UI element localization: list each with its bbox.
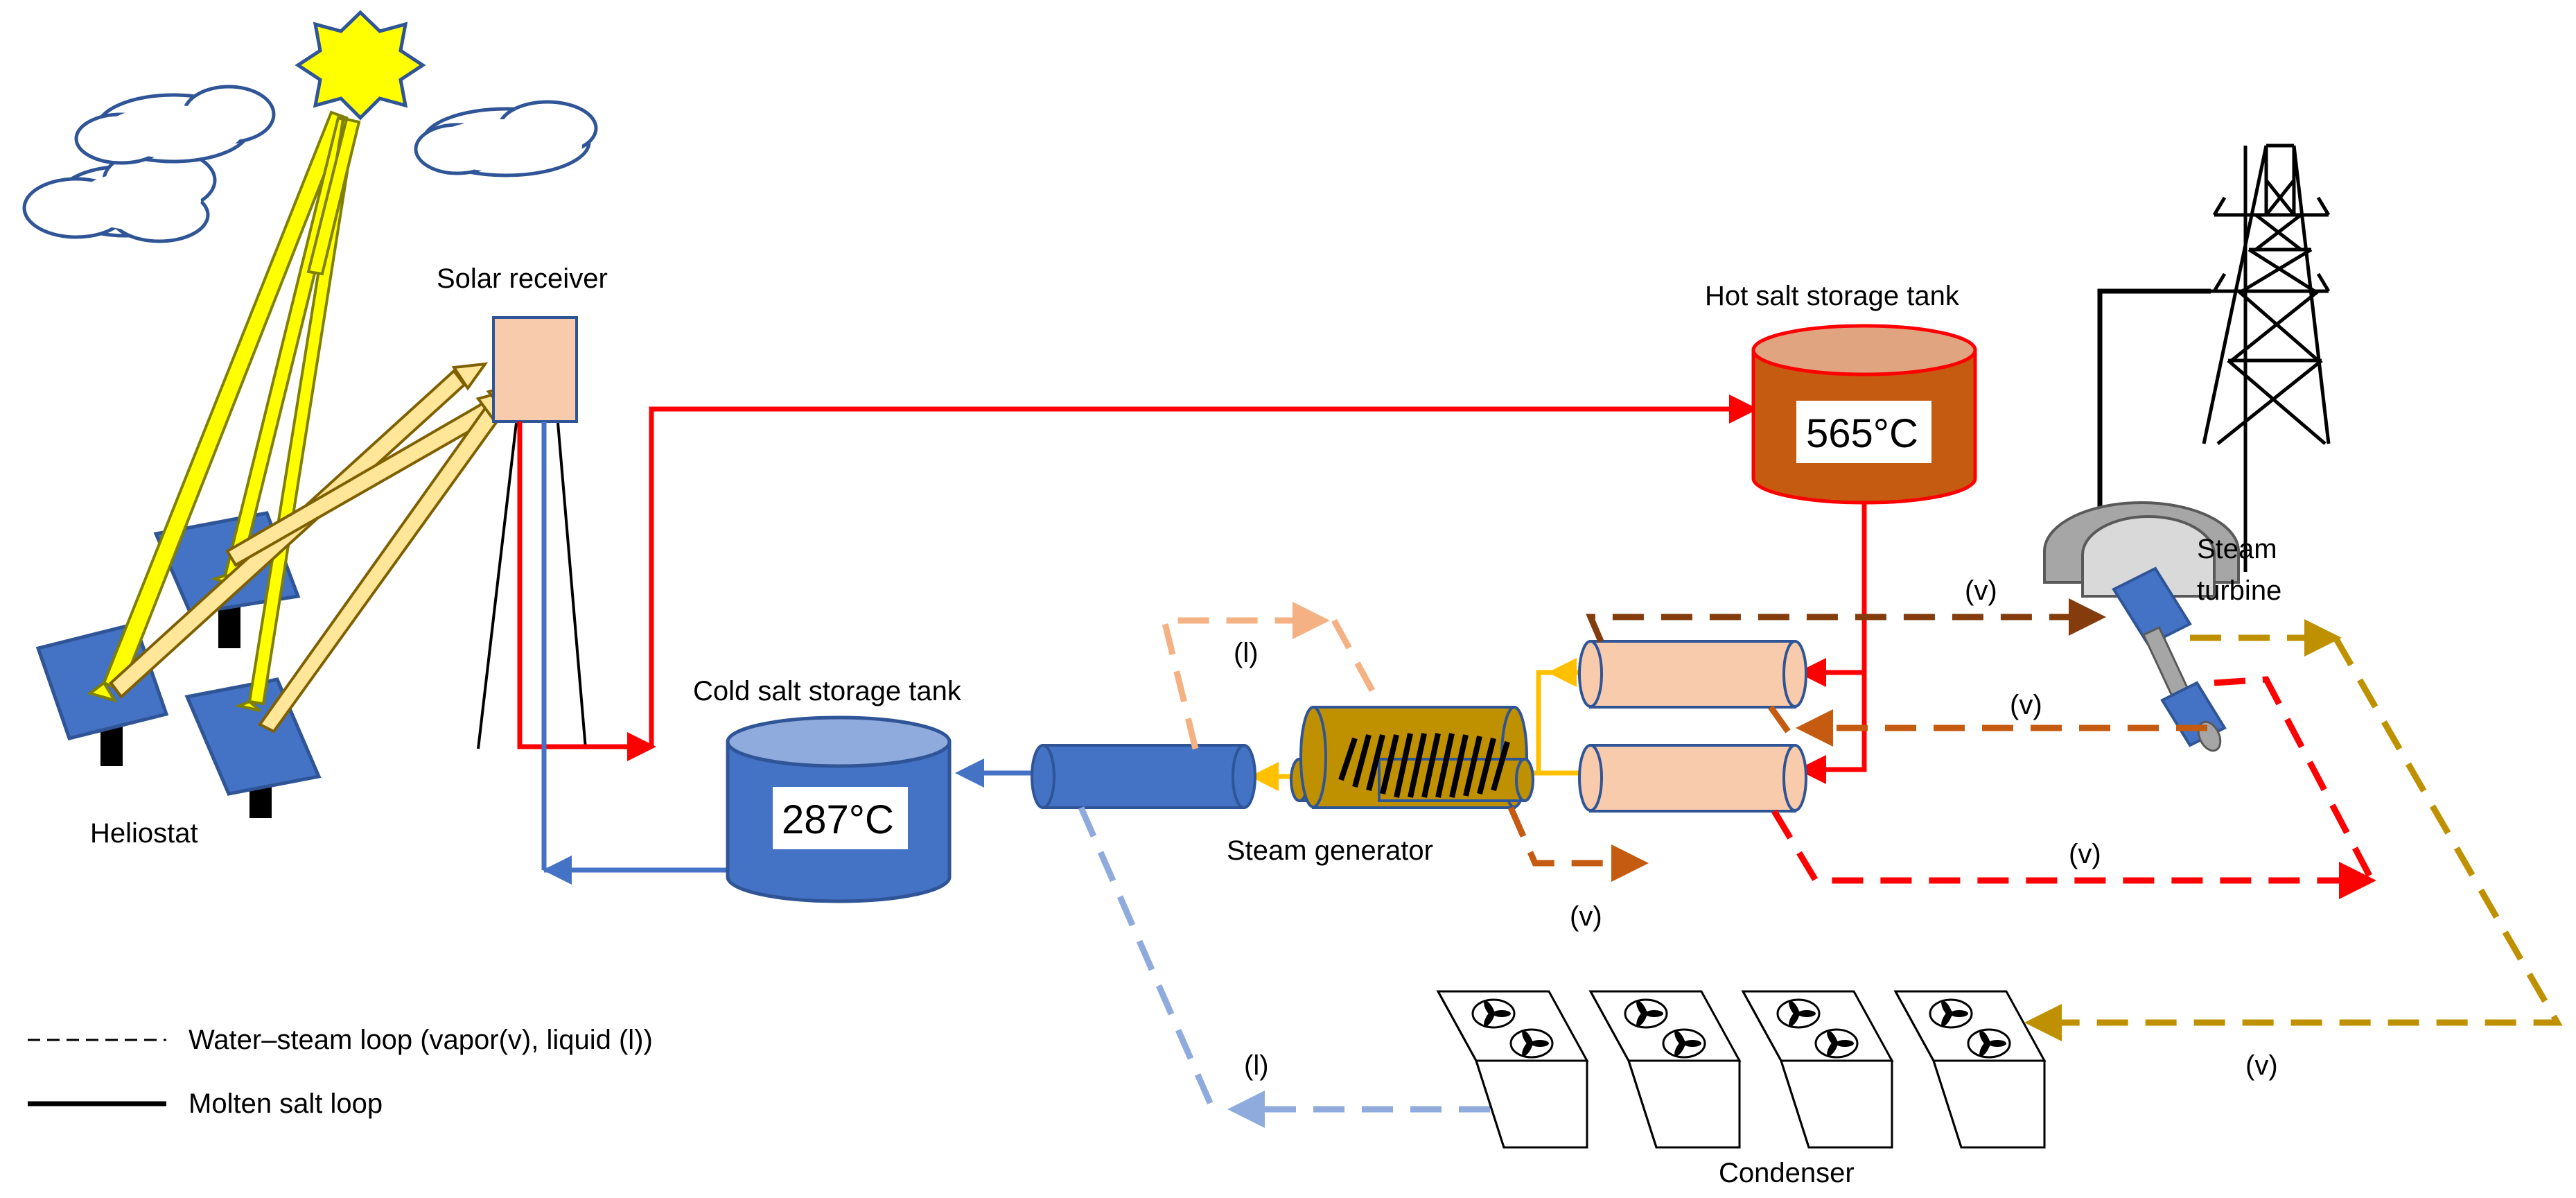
phase-label-vapor: (v): [1570, 901, 1602, 932]
phase-label-liquid: (l): [1234, 638, 1259, 668]
hot-tank-label: Hot salt storage tank: [1705, 281, 1960, 311]
phase-label-vapor: (v): [1965, 575, 1997, 606]
fan-icon: [1662, 1028, 1706, 1059]
fan-icon: [1624, 998, 1668, 1029]
fan-icon: [1776, 998, 1821, 1029]
hot-salt-line-receiver-to-hot-tank: [517, 394, 1758, 761]
steam-line-to-turbine: [1586, 598, 2106, 643]
phase-label-liquid: (l): [1244, 1050, 1269, 1081]
reheater-tube: [1578, 744, 1807, 813]
cold-salt-storage-tank: [726, 715, 952, 903]
fan-icon: [1967, 1028, 2011, 1059]
fan-icon: [1814, 1028, 1859, 1059]
liquid-line-feedwater-down: [1331, 618, 1378, 699]
steam-line-reheat-in: [1768, 705, 1791, 733]
condenser: [1436, 990, 2047, 1149]
steam-line-sg-output: [1507, 806, 1649, 882]
heliostat-label: Heliostat: [90, 818, 198, 849]
cold-tank-temperature: 287°C: [782, 797, 894, 842]
phase-label-vapor: (v): [2010, 690, 2042, 720]
fan-icon: [1509, 1028, 1554, 1059]
hot-salt-line-tank-to-steam-gen: [1797, 503, 1867, 784]
preheater-tube-blue: [1031, 744, 1256, 809]
fan-icon: [1929, 998, 1973, 1029]
hot-salt-storage-tank: [1751, 324, 1977, 505]
cloud-icon: [74, 85, 276, 165]
legend: Water–steam loop (vapor(v), liquid (l)) …: [28, 1025, 653, 1119]
steam-generator: [1290, 706, 1534, 809]
steam-generator-label: Steam generator: [1227, 835, 1433, 866]
solar-receiver: [492, 316, 578, 423]
power-line: [2097, 288, 2211, 510]
steam-turbine-label-line2: turbine: [2197, 575, 2281, 606]
cloud-icon: [22, 147, 217, 243]
cold-salt-line-tank-to-receiver: [541, 422, 728, 885]
steam-line-reheat-out: [2214, 676, 2373, 879]
steam-turbine: [2043, 501, 2240, 752]
condenser-unit: [1893, 990, 2047, 1149]
phase-label-vapor: (v): [2245, 1050, 2278, 1081]
legend-dashed-label: Water–steam loop (vapor(v), liquid (l)): [189, 1025, 653, 1055]
condenser-unit: [1436, 990, 1589, 1149]
condenser-unit: [1588, 990, 1742, 1149]
fan-icon: [1471, 998, 1516, 1029]
cold-tank-label: Cold salt storage tank: [693, 676, 962, 706]
steam-line-to-condenser: [2024, 636, 2563, 1041]
phase-label-vapor: (v): [2069, 839, 2101, 869]
solar-receiver-tower: [477, 422, 587, 749]
reflected-beams: [109, 362, 519, 733]
solar-receiver-label: Solar receiver: [437, 263, 608, 294]
steam-line-reheated: [1771, 809, 2376, 899]
condenser-unit: [1741, 990, 1894, 1149]
liquid-line-condensate: [1078, 806, 1216, 1111]
legend-solid-label: Molten salt loop: [189, 1088, 383, 1119]
superheater-tube: [1578, 640, 1807, 709]
sun-icon: [295, 10, 426, 121]
cloud-icon: [414, 100, 598, 177]
hot-tank-temperature: 565°C: [1806, 411, 1918, 456]
condenser-label: Condenser: [1719, 1158, 1855, 1188]
steam-turbine-label-line1: Steam: [2197, 534, 2277, 564]
